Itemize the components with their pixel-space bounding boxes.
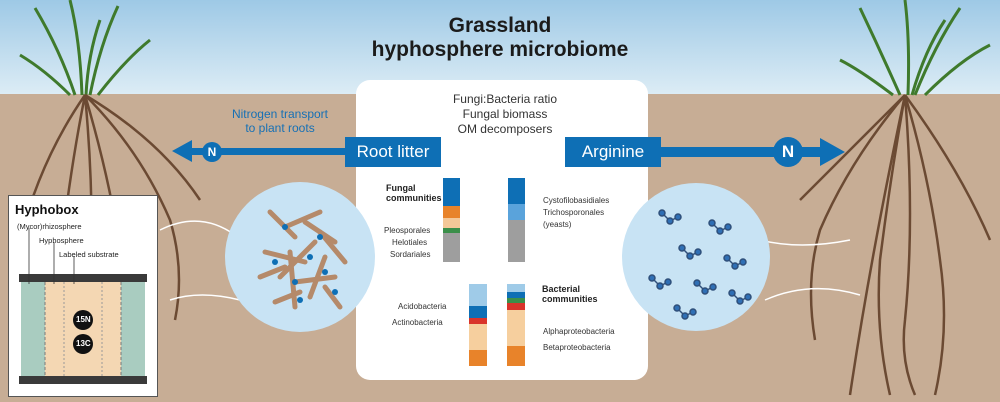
fungal-bar-left-segment <box>443 178 460 206</box>
fungal-heading-line2: communities <box>386 193 442 203</box>
arginine-label: Arginine <box>565 137 661 167</box>
fungal-right-label: (yeasts) <box>543 220 572 229</box>
bacterial-bar-right-segment <box>507 346 525 366</box>
bacterial-bar-left-segment <box>469 306 487 318</box>
fungal-bar-right-segment <box>508 204 525 220</box>
hyphobox-label-rhizosphere: (Mycor)rhizosphere <box>17 222 82 231</box>
fungal-bar-left-segment <box>443 233 460 262</box>
hyphobox-label-hyphosphere: Hyphosphere <box>39 236 84 245</box>
fungal-bars <box>443 178 525 262</box>
bacterial-bar-right-segment <box>507 284 525 292</box>
bacterial-heading-line1: Bacterial <box>542 284 581 294</box>
nitrogen-transport-label: Nitrogen transport to plant roots <box>205 107 355 135</box>
fungal-bar-right-segment <box>508 220 525 262</box>
hyphobox-label-substrate: Labeled substrate <box>59 250 119 259</box>
right-roots <box>799 94 992 396</box>
fungal-bar-left-segment <box>443 228 460 233</box>
right-grass <box>839 0 991 97</box>
bacterial-bar-left-segment <box>469 324 487 350</box>
bacterial-left-label: Actinobacteria <box>392 318 443 327</box>
fungal-heading: Fungal communities <box>386 183 442 203</box>
nitrogen-line1: Nitrogen transport <box>231 107 329 121</box>
fungal-bar-left-segment <box>443 206 460 218</box>
nitrogen-line2: to plant roots <box>245 121 315 135</box>
bacterial-bars <box>469 284 525 366</box>
fungal-left-label: Helotiales <box>392 238 428 247</box>
left-grass <box>19 0 151 97</box>
fungal-left-label: Pleosporales <box>384 226 431 235</box>
ratio-labels: Fungi:Bacteria ratio Fungal biomass OM d… <box>420 92 590 137</box>
nitrogen-badge-left: N <box>202 142 222 162</box>
ratio-line1: Fungi:Bacteria ratio <box>452 92 558 106</box>
bacterial-bar-right-segment <box>507 310 525 346</box>
bacterial-bar-left-segment <box>469 350 487 366</box>
arginine-molecules <box>648 209 752 320</box>
title-line1: Grassland <box>448 14 552 37</box>
bacterial-bar-right-segment <box>507 292 525 298</box>
diagram-title: Grassland hyphosphere microbiome <box>300 14 700 62</box>
nitrogen-badge-right: N <box>773 137 803 167</box>
bacterial-heading: Bacterial communities <box>542 284 598 304</box>
bacterial-bar-left-segment <box>469 284 487 306</box>
left-hyphae <box>159 220 241 301</box>
hyphobox-diagram <box>19 228 147 384</box>
left-arrow <box>172 140 350 162</box>
fungal-left-label: Sordariales <box>390 250 431 259</box>
fungal-bar-left-segment <box>443 218 460 228</box>
isotope-13c: 13C <box>76 339 91 348</box>
fungal-right-label: Trichosporonales <box>543 208 605 217</box>
bacterial-right-label: Alphaproteobacteria <box>543 327 615 336</box>
root-litter-label: Root litter <box>345 137 441 167</box>
arginine-circle <box>622 183 770 331</box>
right-arrow <box>648 138 845 166</box>
bacterial-heading-line2: communities <box>542 294 598 304</box>
bacterial-bar-right-segment <box>507 298 525 303</box>
fungal-bar-right-segment <box>508 178 525 204</box>
hyphobox-title: Hyphobox <box>15 202 79 217</box>
bacterial-bar-left-segment <box>469 318 487 324</box>
fungal-right-label: Cystofilobasidiales <box>543 196 610 205</box>
sky <box>0 0 1000 94</box>
ratio-line2: Fungal biomass <box>462 107 548 121</box>
center-panel <box>356 80 648 380</box>
title-line2: hyphosphere microbiome <box>371 38 629 61</box>
fungal-heading-line1: Fungal <box>386 183 416 193</box>
ratio-line3: OM decomposers <box>457 122 553 136</box>
bacterial-right-label: Betaproteobacteria <box>543 343 611 352</box>
hyphae-illustration <box>257 209 348 310</box>
bacterial-left-label: Acidobacteria <box>398 302 447 311</box>
isotope-15n: 15N <box>76 315 91 324</box>
hyphobox-inset: Hyphobox (Mycor)rhizosphere Hyphosphere … <box>8 195 158 397</box>
bacterial-bar-right-segment <box>507 303 525 310</box>
